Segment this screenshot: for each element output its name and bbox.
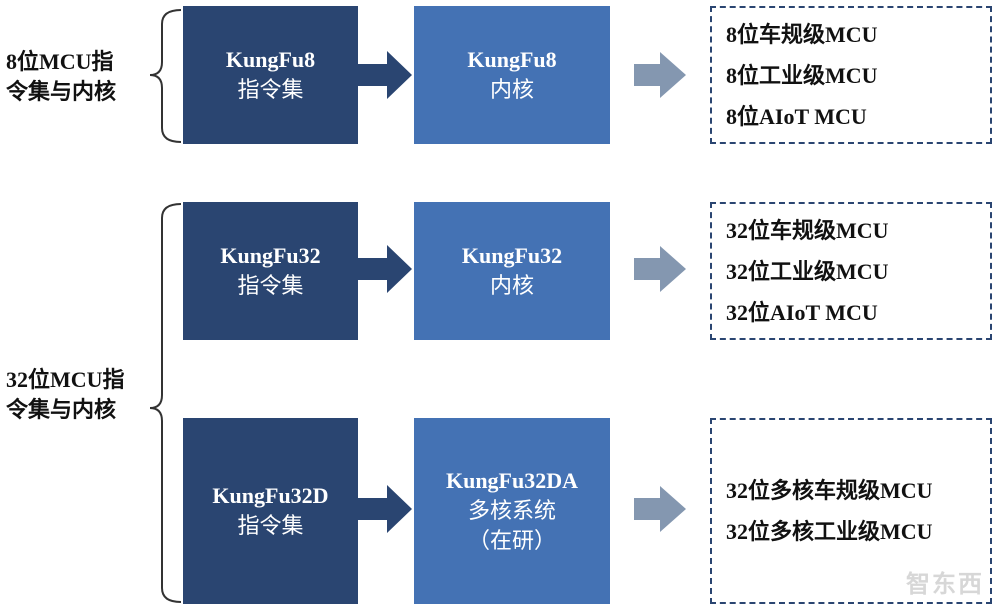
- products-box-32bit: 32位车规级MCU 32位工业级MCU 32位AIoT MCU: [710, 202, 992, 340]
- core-box-title: KungFu32: [461, 243, 563, 268]
- products-box-8bit: 8位车规级MCU 8位工业级MCU 8位AIoT MCU: [710, 6, 992, 144]
- group-label-32bit-line1: 32位MCU指: [6, 367, 125, 392]
- arrow-isa-to-core-1: [358, 51, 412, 99]
- product-item: 32位AIoT MCU: [726, 299, 878, 325]
- product-item: 32位车规级MCU: [726, 217, 889, 243]
- core-box-subtitle: 内核: [489, 77, 534, 102]
- arrow-core-to-products-2: [634, 246, 686, 292]
- group-label-8bit: 8位MCU指 令集与内核: [6, 47, 146, 107]
- watermark-logo: 智东西: [906, 570, 984, 598]
- product-item: 32位多核车规级MCU: [726, 478, 933, 503]
- arrow-core-to-products-3: [634, 486, 686, 532]
- product-item: 8位AIoT MCU: [726, 103, 867, 129]
- core-box-kungfu32da: KungFu32DA 多核系统 （在研）: [414, 418, 610, 604]
- core-box-title: KungFu32DA: [445, 468, 579, 493]
- isa-box-subtitle: 指令集: [237, 513, 304, 538]
- arrow-core-to-products-1: [634, 52, 686, 98]
- brace-group-32bit: [149, 203, 182, 603]
- brace-group-8bit: [149, 9, 182, 143]
- core-box-subtitle: 多核系统: [467, 498, 556, 523]
- isa-box-title: KungFu32: [220, 243, 321, 268]
- group-label-8bit-line2: 令集与内核: [6, 79, 117, 104]
- isa-box-kungfu8: KungFu8 指令集: [183, 6, 358, 144]
- arrow-isa-to-core-3: [358, 485, 412, 533]
- isa-box-title: KungFu8: [225, 47, 316, 72]
- products-box-32bit-multicore: 32位多核车规级MCU 32位多核工业级MCU: [710, 418, 992, 604]
- group-label-32bit: 32位MCU指 令集与内核: [6, 365, 146, 425]
- group-label-8bit-line1: 8位MCU指: [6, 49, 114, 74]
- product-item: 32位多核工业级MCU: [726, 519, 933, 544]
- arrow-isa-to-core-2: [358, 245, 412, 293]
- core-box-title: KungFu8: [467, 47, 557, 72]
- core-box-subtitle: 内核: [489, 273, 534, 298]
- core-box-kungfu32: KungFu32 内核: [414, 202, 610, 340]
- isa-box-title: KungFu32D: [212, 483, 329, 508]
- core-box-kungfu8: KungFu8 内核: [414, 6, 610, 144]
- product-item: 8位工业级MCU: [726, 62, 878, 88]
- isa-box-subtitle: 指令集: [237, 77, 304, 102]
- product-item: 32位工业级MCU: [726, 258, 889, 284]
- group-label-32bit-line2: 令集与内核: [6, 397, 117, 422]
- product-item: 8位车规级MCU: [726, 21, 878, 47]
- isa-box-kungfu32: KungFu32 指令集: [183, 202, 358, 340]
- isa-box-kungfu32d: KungFu32D 指令集: [183, 418, 358, 604]
- isa-box-subtitle: 指令集: [237, 273, 304, 298]
- core-box-status: （在研）: [467, 528, 556, 553]
